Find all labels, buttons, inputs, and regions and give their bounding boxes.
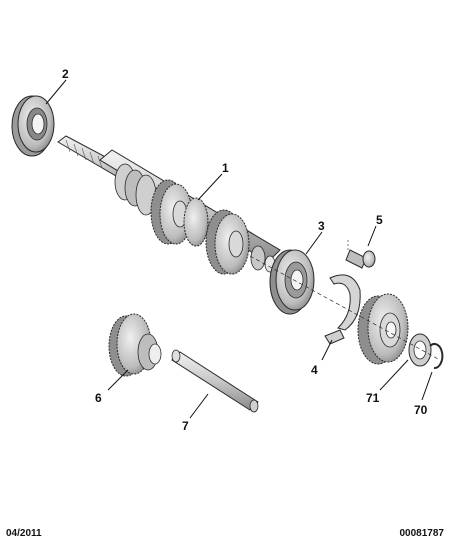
callout-6: 6 <box>95 391 102 405</box>
footer-date: 04/2011 <box>6 528 42 539</box>
callout-2: 2 <box>62 67 69 81</box>
main-shaft-part-1 <box>57 135 281 275</box>
clip-part-4 <box>324 274 361 345</box>
assembly-axis <box>249 255 441 361</box>
gear-right <box>357 293 409 365</box>
callout-7: 7 <box>182 419 189 433</box>
bearing-part-2 <box>11 95 55 157</box>
shaft-part-7 <box>171 349 259 413</box>
washer-part-71 <box>408 333 432 367</box>
callout-1: 1 <box>222 161 229 175</box>
bearing-part-3 <box>269 249 315 315</box>
circlip-part-70 <box>429 343 444 369</box>
callout-70: 70 <box>414 403 428 417</box>
footer-reference: 00081787 <box>399 528 445 539</box>
callout-71: 71 <box>366 391 380 405</box>
screw-part-5 <box>345 240 376 269</box>
callout-5: 5 <box>376 213 383 227</box>
gear-part-6 <box>108 313 162 377</box>
callout-4: 4 <box>311 363 318 377</box>
callout-3: 3 <box>318 219 325 233</box>
leader-lines <box>45 79 433 419</box>
